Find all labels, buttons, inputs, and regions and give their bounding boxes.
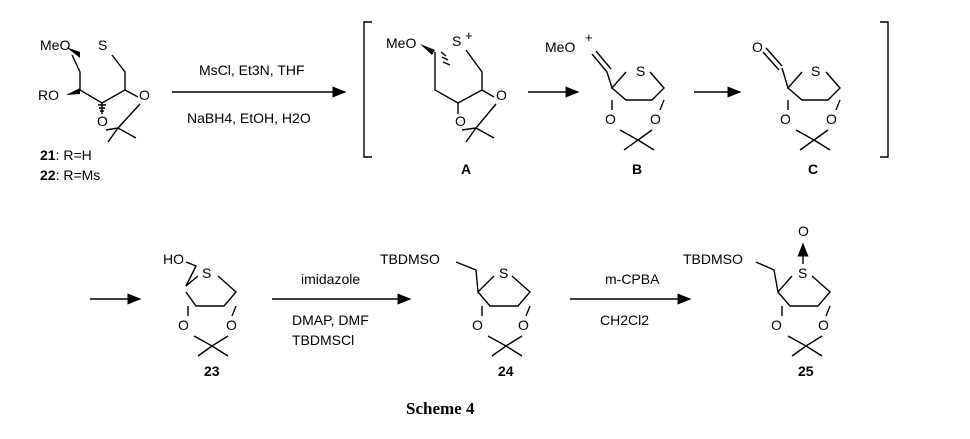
atom-o: O <box>605 111 616 127</box>
atom-s: S <box>98 37 107 53</box>
atom-s: S <box>798 265 807 281</box>
pyran-ring-bonds <box>71 54 126 104</box>
dioxolane-bonds <box>787 99 841 151</box>
atom-s: S <box>452 33 461 49</box>
arrow-step3: m-CPBA CH2Cl2 <box>570 271 692 328</box>
ring-bonds <box>755 261 831 307</box>
double-bond <box>762 47 783 71</box>
ring-bonds <box>455 261 531 307</box>
atom-meo: MeO <box>386 35 416 51</box>
reagents-step2-line1: imidazole <box>301 271 360 287</box>
atom-o: O <box>139 87 150 103</box>
reagents-step3-line1: m-CPBA <box>605 271 660 287</box>
reagents-step2-line2: DMAP, DMF <box>292 312 369 328</box>
ring-bonds <box>185 261 237 307</box>
ring-bonds <box>434 49 483 104</box>
atom-o: O <box>226 317 237 333</box>
bracket-left <box>363 21 372 158</box>
reagents-step1-line2: NaBH4, EtOH, H2O <box>187 110 311 126</box>
atom-plus: + <box>465 28 473 43</box>
atom-s: S <box>202 265 211 281</box>
atom-o: O <box>472 317 483 333</box>
atom-s: S <box>811 63 820 79</box>
label-C: C <box>808 161 818 177</box>
atom-o: O <box>650 111 661 127</box>
ring-bonds <box>781 67 841 101</box>
atom-o: O <box>455 113 466 129</box>
dioxolane-bonds <box>457 89 497 143</box>
label-23: 23 <box>204 363 220 379</box>
dioxolane-bonds <box>781 305 831 357</box>
atom-s: S <box>636 63 645 79</box>
hash-bond <box>440 51 451 66</box>
double-bond <box>591 50 612 73</box>
bracket-right <box>880 21 889 158</box>
label-24: 24 <box>498 363 514 379</box>
compound-23: HO S O O 23 <box>163 251 237 379</box>
arrow-step1: MsCl, Et3N, THF NaBH4, EtOH, H2O <box>172 62 347 126</box>
atom-ho: HO <box>163 251 184 267</box>
arrow-step2: imidazole DMAP, DMF TBDMSCl <box>272 271 412 348</box>
compound-25: O TBDMSO S O O 25 <box>683 223 831 379</box>
compound-21-22: MeO S RO O O 21: R=H 22: R=Ms <box>38 37 150 183</box>
dioxolane-bonds <box>481 305 531 357</box>
label-B: B <box>632 161 642 177</box>
label-25: 25 <box>798 363 814 379</box>
label-A: A <box>461 161 471 177</box>
atom-tbdmso: TBDMSO <box>683 251 743 267</box>
ring-bonds <box>606 71 665 101</box>
atom-o: O <box>818 317 829 333</box>
wedge-bond <box>420 44 435 55</box>
atom-o: O <box>771 317 782 333</box>
atom-o: O <box>178 317 189 333</box>
compound-24: TBDMSO S O O 24 <box>380 251 531 379</box>
wedge-bond <box>66 88 80 95</box>
atom-meo: MeO <box>40 37 70 53</box>
intermediate-B: MeO + S O O B <box>545 30 665 177</box>
atom-o: O <box>518 317 529 333</box>
reagents-step2-line3: TBDMSCl <box>292 332 354 348</box>
dioxolane-bonds <box>611 99 665 151</box>
atom-meo: MeO <box>545 39 575 55</box>
atom-o: O <box>826 111 837 127</box>
dioxolane-bonds <box>187 305 237 357</box>
atom-o: O <box>496 87 507 103</box>
atom-tbdmso: TBDMSO <box>380 251 440 267</box>
reagents-step1-line1: MsCl, Et3N, THF <box>199 62 305 78</box>
atom-ro: RO <box>38 87 59 103</box>
label-21: 21: R=H <box>40 147 92 163</box>
label-22: 22: R=Ms <box>40 167 100 183</box>
scheme-caption: Scheme 4 <box>406 399 475 418</box>
atom-s: S <box>499 265 508 281</box>
reagents-step3-line2: CH2Cl2 <box>600 312 649 328</box>
hash-bond <box>98 104 106 112</box>
atom-o: O <box>780 111 791 127</box>
atom-o: O <box>752 39 763 55</box>
intermediate-C: O S O O C <box>752 39 841 177</box>
intermediate-A: MeO S + O O A <box>386 28 507 177</box>
atom-o: O <box>798 223 809 239</box>
atom-o: O <box>97 113 108 129</box>
atom-plus: + <box>585 30 593 45</box>
wedge-bond <box>66 47 80 58</box>
